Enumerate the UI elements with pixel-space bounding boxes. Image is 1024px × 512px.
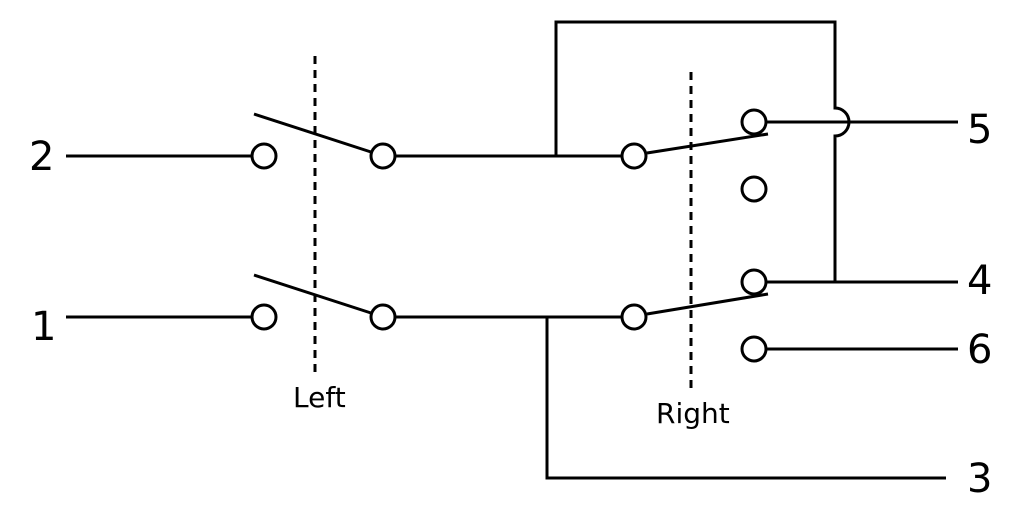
terminal-label-6: 6 xyxy=(967,327,992,373)
contact-left-lower-in xyxy=(250,303,278,331)
contact-right-unused xyxy=(740,175,768,203)
terminal-label-4: 4 xyxy=(967,258,992,304)
right-switch-lower-lever xyxy=(646,292,769,316)
contact-left-upper-in xyxy=(250,142,278,170)
contact-right-lower-common xyxy=(620,303,648,331)
contact-left-lower-out xyxy=(369,303,397,331)
contact-right-5 xyxy=(740,108,768,136)
right-switch-label: Right xyxy=(656,397,730,430)
terminal-label-2: 2 xyxy=(29,134,54,180)
terminal-label-5: 5 xyxy=(967,107,992,153)
terminal-label-1: 1 xyxy=(31,304,56,350)
left-switch-lower-lever xyxy=(253,273,372,315)
contact-right-4 xyxy=(740,268,768,296)
left-switch-label: Left xyxy=(293,381,346,414)
right-switch-upper-lever xyxy=(646,132,769,155)
contact-left-upper-out xyxy=(369,142,397,170)
terminal-label-3: 3 xyxy=(967,456,992,502)
contact-right-6 xyxy=(740,335,768,363)
left-switch-upper-lever xyxy=(253,112,372,154)
wire-top-loop xyxy=(554,20,851,282)
contact-right-upper-common xyxy=(620,142,648,170)
wire-terminal-3 xyxy=(545,317,946,480)
